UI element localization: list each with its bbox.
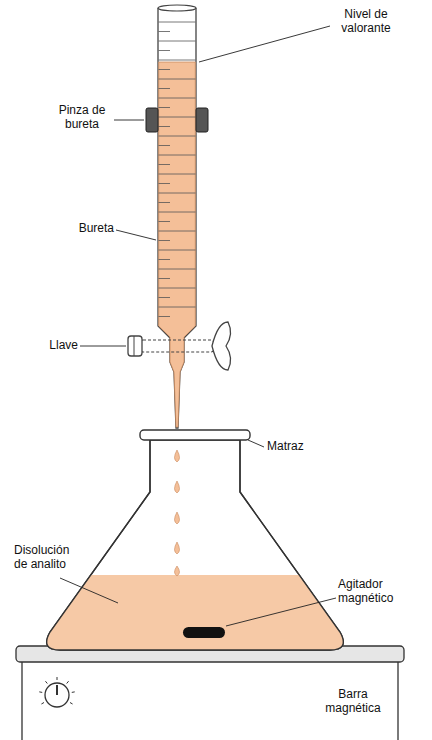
flask-body xyxy=(47,440,344,650)
graduation-mark xyxy=(159,50,171,51)
knob-tick xyxy=(39,691,42,693)
flask-rim xyxy=(140,430,250,440)
stopcock-knob xyxy=(128,336,142,356)
leader-line xyxy=(226,598,336,626)
part-label: Disolución de analito xyxy=(14,544,82,572)
part-label: Llave xyxy=(40,339,78,353)
knob-tick xyxy=(57,677,58,680)
graduation-mark xyxy=(159,269,196,270)
drop xyxy=(175,481,180,493)
knob-tick xyxy=(67,681,69,683)
graduation-mark xyxy=(159,231,196,232)
stirrer-body xyxy=(22,660,398,740)
graduation-mark xyxy=(159,174,196,175)
graduation-mark xyxy=(159,107,171,108)
graduation-mark xyxy=(159,288,196,289)
part-label: Nivel de valorante xyxy=(334,8,398,36)
leader-line xyxy=(248,440,264,447)
graduation-mark xyxy=(159,145,171,146)
leader-line xyxy=(80,346,126,347)
analyte-solution xyxy=(47,575,344,650)
graduation-mark xyxy=(159,278,171,279)
graduation-mark xyxy=(159,193,196,194)
burette-tube xyxy=(158,8,196,428)
graduation-mark xyxy=(159,212,196,213)
stirrer-knob xyxy=(39,677,74,707)
graduation-mark xyxy=(159,259,171,260)
part-label: Bureta xyxy=(74,222,114,236)
graduation-mark xyxy=(159,316,171,317)
graduation-mark xyxy=(159,155,196,156)
graduation-mark xyxy=(159,22,196,23)
stir-bar xyxy=(183,627,225,638)
graduation-mark xyxy=(159,221,171,222)
part-label: Agitador magnético xyxy=(338,578,408,606)
stopcock-handle xyxy=(212,322,231,370)
graduation-mark xyxy=(159,240,171,241)
graduation-mark xyxy=(159,69,171,70)
graduation-mark xyxy=(159,164,171,165)
leader-line xyxy=(116,230,156,240)
graduation-mark xyxy=(159,60,196,61)
knob-tick xyxy=(45,681,47,683)
titrant xyxy=(159,62,196,427)
burette-mouth xyxy=(158,5,196,11)
knob-tick xyxy=(41,703,44,705)
drop xyxy=(175,450,180,462)
knob xyxy=(45,683,69,707)
knob-groove xyxy=(134,336,135,356)
stopcock-barrel xyxy=(140,340,214,352)
clamp-right xyxy=(196,108,208,132)
part-label: Barra magnética xyxy=(318,688,388,716)
leader-line xyxy=(199,26,330,62)
graduation-mark xyxy=(159,79,196,80)
graduation-mark xyxy=(159,31,171,32)
leader-line xyxy=(60,578,118,603)
drop xyxy=(175,542,180,554)
graduation-mark xyxy=(159,183,171,184)
leader-line xyxy=(114,120,144,121)
drop xyxy=(175,566,180,576)
knob-ticks xyxy=(39,677,74,704)
flask-outline xyxy=(47,440,344,650)
graduation-mark xyxy=(159,307,196,308)
drop xyxy=(175,512,180,524)
graduation-mark xyxy=(159,98,196,99)
graduation-mark xyxy=(159,117,196,118)
graduation-mark xyxy=(159,41,196,42)
part-label: Pinza de bureta xyxy=(52,104,112,132)
knob-pointer xyxy=(56,685,58,695)
graduations xyxy=(159,22,196,317)
knob-tick xyxy=(72,691,75,693)
graduation-mark xyxy=(159,126,171,127)
graduation-mark xyxy=(159,297,171,298)
graduation-mark xyxy=(159,88,171,89)
clamp-left xyxy=(146,108,158,132)
drops xyxy=(175,450,180,576)
graduation-mark xyxy=(159,202,171,203)
graduation-mark xyxy=(159,136,196,137)
part-label: Matraz xyxy=(267,440,327,454)
knob-tick xyxy=(70,703,73,705)
graduation-mark xyxy=(159,250,196,251)
